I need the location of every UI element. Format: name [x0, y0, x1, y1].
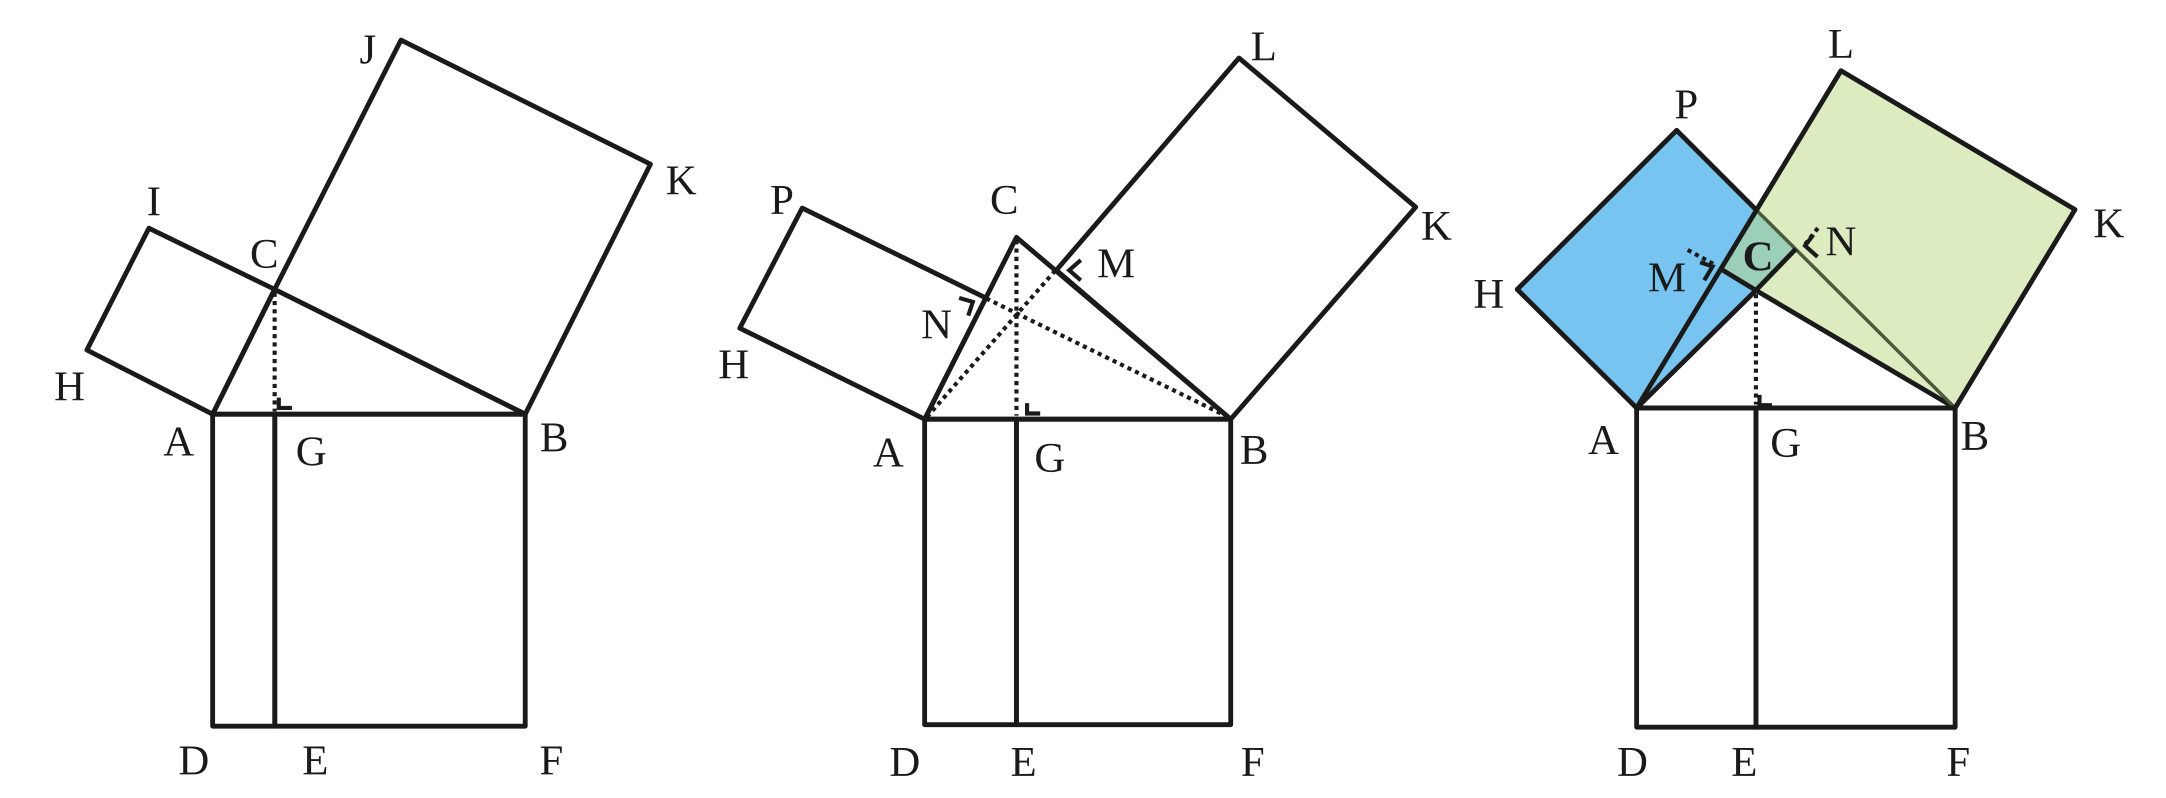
- label-m: M: [1097, 241, 1135, 288]
- label-a: A: [1588, 417, 1619, 464]
- figure-2: L K P C M N H A G B D E F: [718, 24, 1452, 786]
- overlap-region: [1721, 209, 1796, 291]
- line-qb: [1754, 208, 1957, 410]
- label-i: I: [147, 178, 161, 225]
- label-h: H: [718, 341, 749, 388]
- right-angle-mark-n: [958, 295, 976, 317]
- altitude-am: [925, 270, 1056, 419]
- triangle-abc: [210, 286, 528, 417]
- label-n: N: [1826, 218, 1857, 265]
- label-k: K: [2093, 200, 2124, 247]
- figure-1: J K I C H A G B D E F: [54, 27, 697, 785]
- square-ac-outline: [1514, 127, 1758, 410]
- label-e: E: [1011, 739, 1037, 786]
- figure-3: L K P H M C N A G B D E F: [1473, 21, 2124, 786]
- label-p: P: [1674, 82, 1698, 129]
- rectangle-adeg: [922, 416, 1019, 728]
- right-angle-mark-m: [1699, 260, 1716, 282]
- label-j: J: [360, 27, 377, 74]
- label-a: A: [163, 419, 194, 466]
- label-d: D: [178, 738, 209, 785]
- right-angle-dots-m: [1686, 248, 1717, 267]
- square-bc-outline: [1634, 68, 2078, 410]
- altitude-bn: [984, 296, 1229, 419]
- label-c: C: [990, 177, 1019, 224]
- label-d: D: [889, 739, 920, 786]
- rectangle-gefb: [1014, 416, 1234, 728]
- vertex-labels: L K P C M N H A G B D E F: [718, 24, 1452, 786]
- label-c: C: [250, 231, 279, 278]
- square-on-bc-flipped: [1721, 70, 2075, 408]
- label-e: E: [302, 738, 328, 785]
- label-g: G: [1034, 435, 1065, 482]
- right-angle-mark-g: [1757, 394, 1772, 408]
- label-c: C: [1743, 234, 1774, 281]
- rectangle-adeg: [1634, 405, 1759, 730]
- line-cq: [1754, 247, 1798, 293]
- label-h: H: [1473, 271, 1504, 318]
- label-m: M: [1648, 254, 1686, 301]
- vertex-labels: J K I C H A G B D E F: [54, 27, 697, 785]
- rectangle-adeg: [210, 411, 278, 729]
- label-k: K: [666, 158, 697, 205]
- label-b: B: [1240, 427, 1269, 474]
- label-h: H: [54, 363, 85, 410]
- label-f: F: [1241, 739, 1265, 786]
- rectangle-gefb: [272, 411, 528, 729]
- label-k: K: [1421, 203, 1452, 250]
- label-f: F: [540, 738, 564, 785]
- label-n: N: [921, 301, 952, 348]
- right-angle-mark-m: [1066, 258, 1083, 282]
- label-b: B: [540, 414, 569, 461]
- label-e: E: [1731, 739, 1757, 786]
- square-on-bc: [272, 37, 653, 417]
- right-angle-mark-g: [1025, 403, 1041, 416]
- label-b: B: [1961, 413, 1990, 460]
- label-l: L: [1828, 21, 1854, 68]
- line-cr: [1719, 267, 1758, 293]
- label-d: D: [1617, 739, 1648, 786]
- label-g: G: [1770, 420, 1801, 467]
- label-f: F: [1946, 739, 1970, 786]
- square-on-ac: [84, 225, 278, 417]
- label-a: A: [873, 430, 904, 477]
- label-g: G: [296, 428, 327, 475]
- right-angle-mark-n: [1802, 233, 1819, 259]
- rectangle-on-bc: [1053, 55, 1419, 422]
- label-p: P: [770, 177, 794, 224]
- square-on-ac-flipped: [1517, 130, 1796, 408]
- vertex-labels: L K P H M C N A G B D E F: [1473, 21, 2124, 786]
- label-l: L: [1251, 24, 1277, 71]
- right-angle-mark: [276, 397, 292, 411]
- rectangle-gefb: [1753, 405, 1958, 730]
